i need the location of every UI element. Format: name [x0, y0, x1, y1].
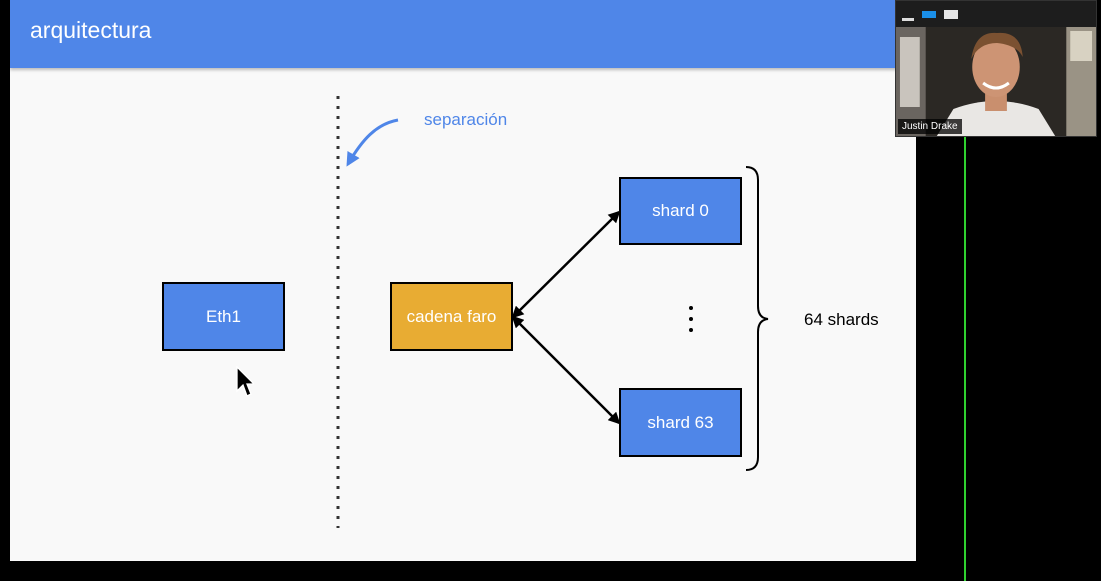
presentation-slide: arquitectura Eth1 cadena faro shard 0 sh… — [10, 0, 916, 561]
maximize-video-button[interactable] — [944, 9, 958, 19]
shard-count-label: 64 shards — [804, 310, 879, 329]
participant-video-feed — [896, 27, 1096, 136]
eth1-node: Eth1 — [162, 282, 285, 351]
minimize-video-button[interactable] — [902, 17, 914, 21]
beacon-chain-label: cadena faro — [406, 306, 497, 326]
side-by-side-view-button[interactable] — [922, 10, 936, 18]
participant-video-tile[interactable]: Justin Drake — [895, 0, 1097, 137]
shard-0-node: shard 0 — [619, 177, 742, 245]
shard-0-label: shard 0 — [652, 201, 709, 220]
video-tile-toolbar — [896, 1, 1096, 27]
separation-annotation: separación — [424, 110, 508, 129]
right-curly-brace-icon — [745, 166, 769, 471]
slide-title: arquitectura — [30, 17, 152, 43]
pointer-cursor-icon — [236, 365, 256, 405]
architecture-diagram — [336, 96, 769, 528]
arrow-beacon-to-shard-63 — [511, 315, 621, 425]
eth1-label: Eth1 — [206, 306, 241, 326]
curved-arrow-icon — [346, 118, 399, 167]
shard-63-label: shard 63 — [647, 412, 714, 432]
green-divider-line — [964, 137, 966, 581]
vertical-ellipsis-icon — [684, 306, 698, 332]
beacon-chain-node: cadena faro — [390, 282, 513, 351]
participant-name-tag: Justin Drake — [898, 119, 962, 134]
arrow-beacon-to-shard-0 — [511, 210, 621, 319]
shard-63-node: shard 63 — [619, 388, 742, 457]
slide-header: arquitectura — [10, 0, 916, 68]
